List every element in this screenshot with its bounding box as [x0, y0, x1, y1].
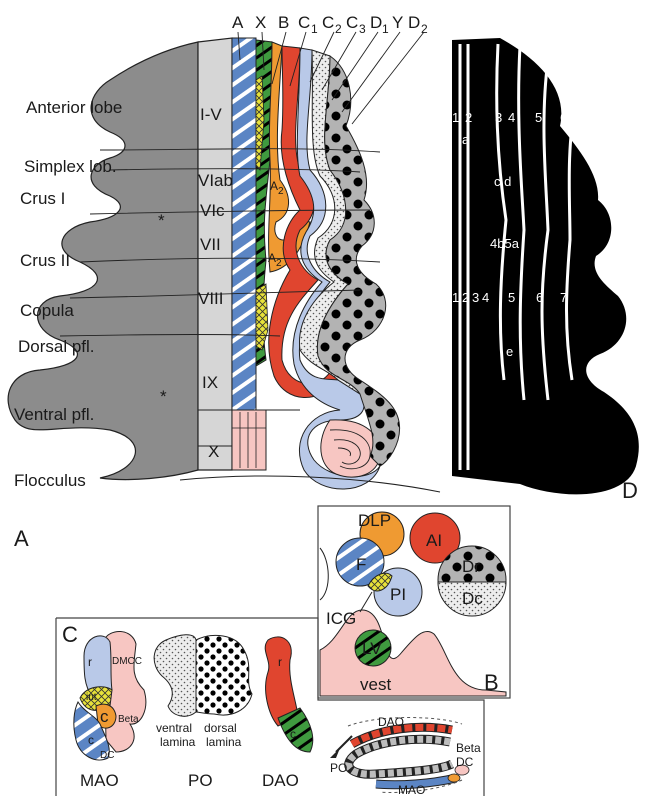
- label-dr: Dr: [462, 557, 480, 576]
- lobe-flocculus: Flocculus: [14, 471, 86, 490]
- stripe-bottom-4: 4: [482, 290, 489, 305]
- stripe-a: a: [462, 132, 470, 147]
- lobule-i-v: I-V: [200, 105, 222, 124]
- zone-a: [232, 38, 256, 410]
- inset-arrow: [336, 736, 352, 752]
- caption-po: PO: [188, 771, 213, 790]
- inset-dao: DAO: [378, 715, 404, 729]
- stripe-cd: c d: [494, 174, 511, 189]
- lobe-crus-1: Crus I: [20, 189, 65, 208]
- lobule-vic: VIc: [200, 201, 225, 220]
- stripe-top-3: 3: [495, 110, 502, 125]
- stripe-top-5: 5: [535, 110, 542, 125]
- stripe-bottom-2: 2: [462, 290, 469, 305]
- inset-arrowhead: [330, 748, 340, 758]
- zone-sub-1b: 1: [382, 22, 389, 36]
- zone-sub-2b: 2: [421, 22, 428, 36]
- asterisk-crus: *: [158, 211, 165, 230]
- lobule-viii: VIII: [198, 289, 224, 308]
- lobe-anterior: Anterior lobe: [26, 98, 122, 117]
- zone-letter-b: B: [278, 13, 289, 32]
- zone-letter-x: X: [255, 13, 266, 32]
- stripe-4b5a: 4b5a: [490, 236, 520, 251]
- zone-letter-y: Y: [392, 13, 403, 32]
- olive-inset: DAO Beta DC PO MAO: [330, 715, 481, 796]
- mao-int: int: [86, 692, 97, 703]
- mao-beta: Beta: [118, 714, 139, 725]
- label-dlp: DLP: [358, 511, 391, 530]
- mao-c-upper: c: [100, 707, 109, 726]
- dao-r-label: r: [278, 655, 282, 669]
- nodulus-pink: [232, 410, 266, 470]
- po-ventral-label: ventral: [156, 721, 192, 735]
- lobule-ix: IX: [202, 373, 218, 392]
- panel-d: 1 2 3 4 5 6 a c d 4b5a 1 2 3 4 5 6 7 e D: [452, 38, 639, 503]
- stripe-top-2: 2: [465, 110, 472, 125]
- zone-letter-d2: D: [408, 13, 420, 32]
- zone-x-lower: [256, 284, 268, 350]
- lobe-simplex: Simplex lob.: [24, 157, 117, 176]
- inset-po: PO: [330, 761, 347, 775]
- stripe-bottom-5: 5: [508, 290, 515, 305]
- lobe-dorsal-pfl: Dorsal pfl.: [18, 337, 95, 356]
- inset-orange-blob: [448, 774, 460, 782]
- mao-dmcc: DMCC: [112, 656, 142, 667]
- zone-sub-1a: 1: [311, 22, 318, 36]
- label-vest: vest: [360, 675, 391, 694]
- zone-sub-3: 3: [359, 22, 366, 36]
- zone-letter-c1: C: [298, 13, 310, 32]
- lobule-viab: VIab: [198, 171, 233, 190]
- baseline-arc: [180, 476, 440, 492]
- zone-sub-2a: 2: [335, 22, 342, 36]
- stripe-bottom-3: 3: [472, 290, 479, 305]
- stripe-top-4: 4: [508, 110, 515, 125]
- inset-dc: DC: [456, 755, 474, 769]
- stripe-top-6: 6: [560, 110, 567, 125]
- label-lv: LV: [362, 639, 382, 658]
- stripe-bottom-6: 6: [536, 290, 543, 305]
- lobule-x: X: [208, 442, 219, 461]
- stripe-e: e: [506, 344, 513, 359]
- mao-r: r: [88, 655, 92, 669]
- po-ventral-lamina: lamina: [160, 735, 196, 749]
- caption-dao: DAO: [262, 771, 299, 790]
- mao-dc: DC: [100, 750, 114, 761]
- po-ventral: [154, 635, 196, 717]
- mao-c-lower: c: [88, 733, 94, 747]
- lobule-vii: VII: [200, 235, 221, 254]
- zone-letter-c3: C: [346, 13, 358, 32]
- asterisk-pfl: *: [160, 387, 167, 406]
- panel-a: A X B C 1 C 2 C 3 D 1 Y D 2 Anterior lob…: [8, 13, 440, 551]
- po-dorsal-lamina: lamina: [206, 735, 242, 749]
- lobe-crus-2: Crus II: [20, 251, 70, 270]
- panel-label-b: B: [484, 670, 499, 695]
- zone-letter-d1: D: [370, 13, 382, 32]
- inset-beta: Beta: [456, 741, 481, 755]
- lobe-ventral-pfl: Ventral pfl.: [14, 405, 94, 424]
- po-dorsal-label: dorsal: [204, 721, 237, 735]
- po-dorsal: [196, 635, 252, 715]
- vermis-region: [198, 38, 232, 470]
- zone-letter-a: A: [232, 13, 244, 32]
- label-icg: ICG: [326, 609, 356, 628]
- panel-label-d: D: [622, 478, 638, 503]
- panel-label-c: C: [62, 622, 78, 647]
- dao-c-label: c: [290, 727, 296, 741]
- lobe-copula: Copula: [20, 301, 74, 320]
- panel-b: DLP AI F PI Dr Dc ICG LV vest B: [318, 506, 510, 698]
- caption-mao: MAO: [80, 771, 119, 790]
- stripe-bottom-7: 7: [560, 290, 567, 305]
- label-pi: PI: [390, 585, 406, 604]
- panel-label-a: A: [14, 526, 29, 551]
- inset-mao: MAO: [398, 783, 425, 796]
- label-dc: Dc: [462, 589, 483, 608]
- label-ai: AI: [426, 531, 442, 550]
- zone-letter-c2: C: [322, 13, 334, 32]
- stripe-bottom-1: 1: [452, 290, 459, 305]
- stripe-top-1: 1: [452, 110, 459, 125]
- label-f: F: [356, 555, 366, 574]
